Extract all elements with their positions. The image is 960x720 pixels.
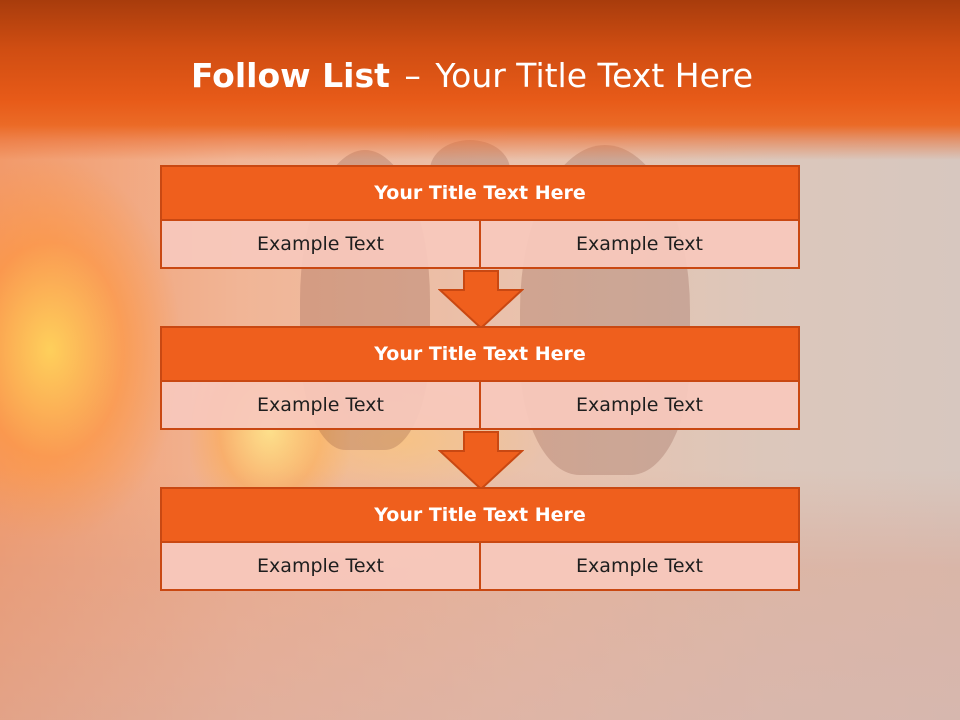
down-arrow-icon <box>438 431 524 491</box>
slide-title: Follow List – Your Title Text Here <box>0 56 944 95</box>
list-block: Your Title Text Here Example Text Exampl… <box>160 487 800 591</box>
block-cell: Example Text <box>160 221 481 269</box>
block-row: Example Text Example Text <box>160 221 800 269</box>
slide-title-bold: Follow List <box>190 56 390 95</box>
block-cell: Example Text <box>481 543 800 591</box>
title-bar <box>0 0 960 160</box>
list-block: Your Title Text Here Example Text Exampl… <box>160 326 800 430</box>
block-row: Example Text Example Text <box>160 543 800 591</box>
block-cell: Example Text <box>160 382 481 430</box>
block-cell: Example Text <box>481 382 800 430</box>
block-title: Your Title Text Here <box>160 487 800 543</box>
block-title: Your Title Text Here <box>160 165 800 221</box>
block-cell: Example Text <box>160 543 481 591</box>
slide-title-rest: Your Title Text Here <box>435 56 754 95</box>
block-row: Example Text Example Text <box>160 382 800 430</box>
list-block: Your Title Text Here Example Text Exampl… <box>160 165 800 269</box>
slide-title-dash: – <box>404 56 421 95</box>
block-title: Your Title Text Here <box>160 326 800 382</box>
block-cell: Example Text <box>481 221 800 269</box>
down-arrow-icon <box>438 270 524 330</box>
